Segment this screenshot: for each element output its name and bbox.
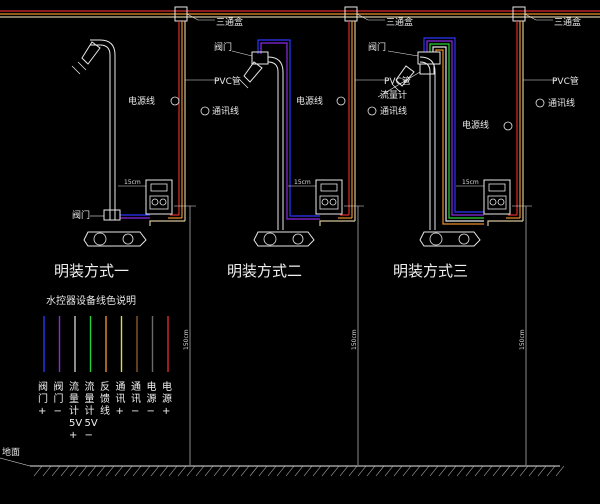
label-pvc-1: PVC管 <box>214 75 241 87</box>
legend-text-5-0: 通 <box>116 381 126 393</box>
dim-15cm-2: 15cm <box>294 179 311 186</box>
legend-text-7-2: − <box>147 406 155 417</box>
legend-text-0-1: 门 <box>38 392 48 405</box>
unit-1 <box>71 21 196 465</box>
legend-text-4-1: 馈 <box>100 392 110 405</box>
legend-text-5-2: + <box>116 406 124 417</box>
legend-text-7-0: 电 <box>147 380 157 393</box>
label-power-3: 电源线 <box>462 119 489 131</box>
label-power-2: 电源线 <box>296 95 323 107</box>
legend-text-2-0: 流 <box>69 380 79 393</box>
label-valve-2: 阀门 <box>214 41 232 53</box>
title-method-3: 明装方式三 <box>393 262 468 280</box>
legend-text-0-0: 阀 <box>38 380 48 393</box>
legend-text-3-0: 流 <box>85 380 95 393</box>
mixer-1 <box>83 231 147 247</box>
legend-text-7-1: 源 <box>147 392 157 405</box>
label-ground: 地面 <box>2 446 20 458</box>
legend-text-3-3: 5V <box>85 418 98 429</box>
mixer-3 <box>419 231 481 247</box>
legend-text-4-0: 反 <box>100 381 110 393</box>
legend-text-0-2: + <box>38 406 46 417</box>
legend-text-2-4: + <box>69 430 77 441</box>
label-pvc-2: PVC管 <box>384 75 411 87</box>
ceiling-pipes <box>0 6 600 22</box>
legend: 水控器设备线色说明 阀门+阀门−流量计5V+流量计5V−反馈线通讯+通讯−电源−… <box>38 294 172 441</box>
label-power-1: 电源线 <box>128 95 155 107</box>
legend-text-3-2: 计 <box>85 404 95 417</box>
legend-text-6-2: − <box>131 406 139 417</box>
legend-text-1-2: − <box>54 406 62 417</box>
legend-text-2-3: 5V <box>69 418 82 429</box>
legend-text-3-4: − <box>85 430 93 441</box>
dim-150cm-1: 150cm <box>183 329 190 350</box>
dim-15cm-3: 15cm <box>462 179 479 186</box>
label-flowmeter: 流量计 <box>380 89 407 101</box>
controller-box-3 <box>483 179 511 215</box>
unit-3 <box>391 21 532 465</box>
controller-box-1 <box>145 179 173 215</box>
legend-text-3-1: 量 <box>85 393 95 405</box>
shower-head-1 <box>81 41 101 65</box>
label-junction-box-2: 三通盒 <box>386 16 413 28</box>
legend-text-1-0: 阀 <box>54 380 64 393</box>
label-junction-box-3: 三通盒 <box>554 16 581 28</box>
dim-150cm-3: 150cm <box>519 329 526 350</box>
controller-box-2 <box>315 179 343 215</box>
legend-text-8-1: 源 <box>162 392 172 405</box>
flowmeter-3 <box>419 63 435 75</box>
label-valve-1: 阀门 <box>72 209 90 221</box>
mixer-2 <box>253 231 315 247</box>
legend-text-1-1: 门 <box>54 392 64 405</box>
dim-150cm-2: 150cm <box>351 329 358 350</box>
shower-head-2 <box>243 61 263 83</box>
label-comm-1: 通讯线 <box>212 105 239 117</box>
label-comm-2: 通讯线 <box>380 105 407 117</box>
legend-text-5-1: 讯 <box>116 393 126 405</box>
legend-heading: 水控器设备线色说明 <box>46 294 136 307</box>
ground-hatch <box>33 465 565 477</box>
label-comm-3: 通讯线 <box>548 97 575 109</box>
label-valve-3: 阀门 <box>368 41 386 53</box>
labels: 三通盒 三通盒 三通盒 PVC管 PVC管 PVC管 电源线 电源线 电源线 通… <box>2 16 581 458</box>
title-method-2: 明装方式二 <box>227 262 302 280</box>
legend-text-6-1: 讯 <box>131 393 141 405</box>
legend-text-8-2: + <box>162 406 170 417</box>
section-markers <box>170 96 545 131</box>
dim-15cm-1: 15cm <box>124 179 141 186</box>
legend-text-2-2: 计 <box>69 404 79 417</box>
legend-text-4-2: 线 <box>100 404 110 417</box>
label-junction-box-1: 三通盒 <box>216 16 243 28</box>
title-method-1: 明装方式一 <box>54 262 129 280</box>
valve-2 <box>251 51 269 65</box>
ground <box>0 457 565 477</box>
legend-text-8-0: 电 <box>162 380 172 393</box>
label-pvc-3: PVC管 <box>552 75 579 87</box>
legend-text-6-0: 通 <box>131 381 141 393</box>
legend-text-2-1: 量 <box>69 393 79 405</box>
leader-lines <box>90 13 556 217</box>
valve-1 <box>103 209 121 221</box>
unit-2 <box>239 21 364 465</box>
